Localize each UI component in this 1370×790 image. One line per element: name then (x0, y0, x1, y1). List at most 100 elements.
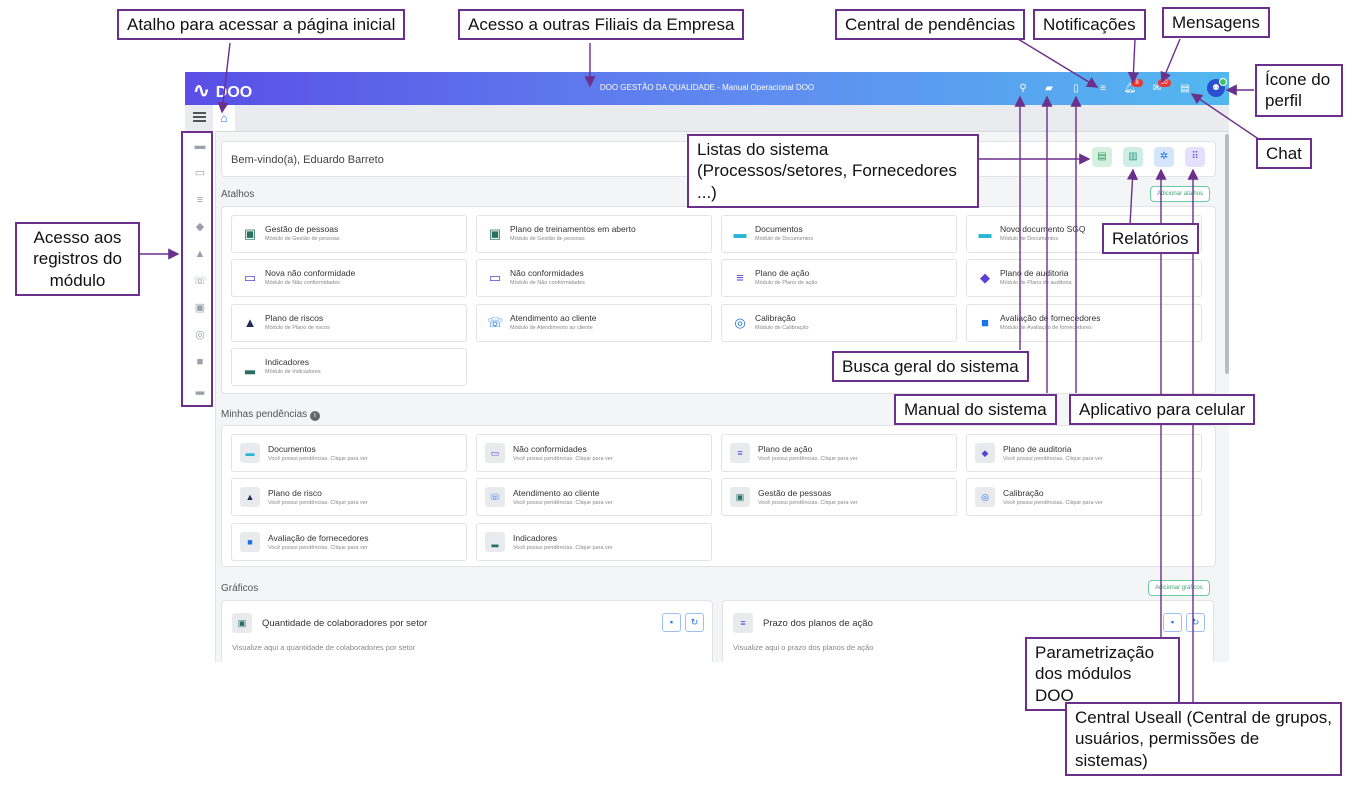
scrollbar[interactable] (1225, 134, 1229, 374)
mobile-phone-icon[interactable]: ▯ (1073, 83, 1079, 94)
tile-subtitle: Módulo de Não conformidades (510, 280, 585, 286)
refresh-icon[interactable]: ↻ (685, 613, 704, 632)
phone-icon: ☏ (485, 487, 505, 507)
folder-icon[interactable]: ▬ (194, 140, 206, 152)
clipboard-icon: ▭ (488, 270, 502, 285)
tile-title: Avaliação de fornecedores (268, 533, 369, 543)
tile-subtitle: Você possui pendências. Clique para ver (758, 500, 858, 506)
callout-useall: Central Useall (Central de grupos, usuár… (1065, 702, 1342, 776)
tile-title: Plano de treinamentos em aberto (510, 224, 636, 234)
add-charts-button[interactable]: Adicionar gráficos (1148, 580, 1210, 596)
action-plan-icon[interactable]: ≡ (196, 194, 204, 206)
folder-icon: ▬ (978, 226, 992, 241)
tile-subtitle: Módulo de Documentos (755, 236, 814, 242)
clipboard-icon[interactable]: ▭ (194, 167, 206, 179)
tile-subtitle: Módulo de Calibração (755, 325, 809, 331)
tile-title: Atendimento ao cliente (510, 313, 597, 323)
person-card-icon[interactable]: ▣ (194, 302, 206, 314)
truck-icon: ■ (981, 315, 989, 330)
shield-icon[interactable]: ◆ (195, 221, 205, 233)
main-content: Bem-vindo(a), Eduardo Barreto ▤ ▥ ✲ ⠿ At… (221, 131, 1221, 662)
callout-search: Busca geral do sistema (832, 351, 1029, 383)
info-icon[interactable]: i (309, 411, 320, 421)
lists-icon[interactable]: ▤ (1092, 147, 1112, 167)
tile-title: Calibração (755, 313, 796, 323)
tile-title: Documentos (268, 444, 316, 454)
tile-subtitle: Módulo de Gestão de pessoas (265, 236, 340, 242)
manual-book-icon[interactable]: ▰ (1045, 83, 1053, 94)
useall-grid-icon[interactable]: ⠿ (1185, 147, 1205, 167)
callout-notifications: Notificações (1033, 9, 1146, 41)
chart-bars-icon[interactable]: ▂ (195, 383, 205, 395)
delete-icon[interactable]: ▪ (1163, 613, 1182, 632)
notification-bell-icon[interactable]: 🔔︎ (1123, 83, 1137, 94)
folder-icon: ▬ (733, 226, 747, 241)
clipboard-icon: ▭ (485, 443, 505, 463)
tile-subtitle: Módulo de Documentos (1000, 236, 1059, 242)
callout-parametrization: Parametrização dos módulos DOO (1025, 637, 1180, 711)
chat-icon[interactable]: ▤ (1180, 83, 1190, 94)
action-plan-icon: ≡ (736, 270, 744, 285)
tile-title: Gestão de pessoas (758, 488, 832, 498)
home-tab[interactable]: ⌂ (213, 105, 235, 131)
chart-card-title: Quantidade de colaboradores por setor (262, 618, 428, 629)
tile-title: Plano de riscos (265, 313, 324, 323)
welcome-text: Bem-vindo(a), Eduardo Barreto (231, 154, 384, 166)
home-icon: ⌂ (220, 111, 228, 125)
delete-icon[interactable]: ▪ (662, 613, 681, 632)
tile-subtitle: Módulo de Plano de ação (755, 280, 818, 286)
callout-manual: Manual do sistema (894, 394, 1057, 426)
settings-gear-icon[interactable]: ✲ (1154, 147, 1174, 167)
tab-bar: ⌂ (185, 105, 1229, 132)
chart-card: ▣ Quantidade de colaboradores por setor … (221, 600, 713, 662)
tile-subtitle: Módulo de Avaliação de fornecedores (1000, 325, 1092, 331)
tile-subtitle: Você possui pendências. Clique para ver (513, 500, 613, 506)
search-icon[interactable]: ⚲ (1019, 83, 1027, 94)
tile-title: Novo documento SGQ (1000, 224, 1086, 234)
sidebar: ▬ ▭ ≡ ◆ ▲ ☏ ▣ ◎ ■ ▂ (185, 131, 216, 662)
branch-title[interactable]: DOO GESTÃO DA QUALIDADE - Manual Operaci… (599, 83, 815, 92)
target-icon[interactable]: ◎ (195, 329, 205, 341)
reports-icon[interactable]: ▥ (1123, 147, 1143, 167)
add-shortcuts-button[interactable]: Adicionar atalhos (1150, 186, 1211, 202)
tile-subtitle: Você possui pendências. Clique para ver (758, 456, 858, 462)
phone-icon[interactable]: ☏ (193, 275, 207, 287)
shortcuts-title: Atalhos (221, 189, 255, 200)
tile-subtitle: Módulo de Plano de auditoria (1000, 280, 1072, 286)
target-icon: ◎ (734, 315, 746, 330)
refresh-icon[interactable]: ↻ (1186, 613, 1205, 632)
message-envelope-icon[interactable]: ✉ (1152, 83, 1162, 94)
menu-hamburger-icon[interactable] (193, 112, 206, 122)
profile-avatar[interactable]: ⚉ (1207, 78, 1227, 97)
pending-list-icon[interactable]: ≡ (1100, 83, 1106, 94)
target-icon: ◎ (975, 487, 995, 507)
truck-icon[interactable]: ■ (196, 356, 204, 368)
callout-chat: Chat (1256, 138, 1312, 170)
tile-title: Avaliação de fornecedores (1000, 313, 1101, 323)
tile-subtitle: Módulo de Gestão de pessoas (510, 236, 585, 242)
warning-icon[interactable]: ▲ (194, 248, 206, 260)
callout-reports: Relatórios (1102, 223, 1199, 255)
